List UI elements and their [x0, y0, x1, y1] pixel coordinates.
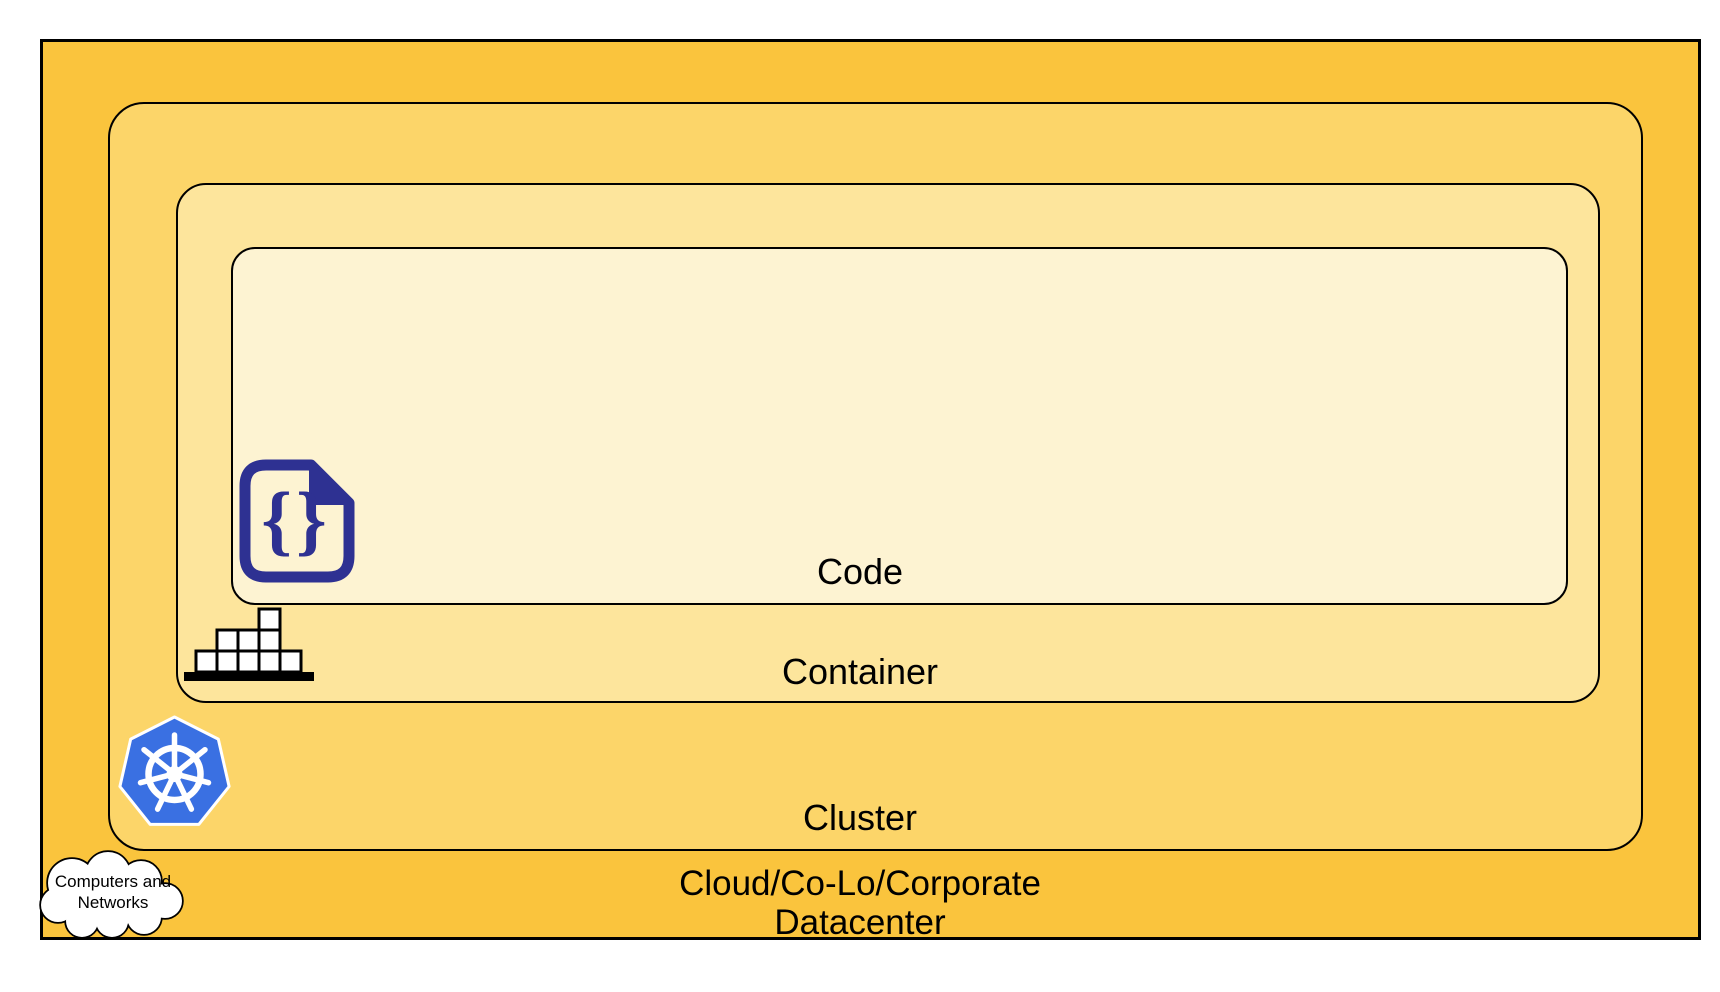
container-stack-icon [184, 606, 314, 682]
cloud-icon [39, 850, 184, 939]
layer-datacenter [40, 39, 1701, 940]
code-file-icon: {} [237, 458, 357, 584]
layer-code [231, 247, 1568, 605]
cluster-label: Cluster [802, 797, 918, 838]
code-label: Code [816, 551, 904, 592]
datacenter-label: Cloud/Co-Lo/Corporate Datacenter [679, 864, 1041, 942]
layer-cluster [108, 102, 1643, 851]
container-label: Container [781, 651, 939, 692]
cloud-callout-label: Computers and Networks [54, 872, 172, 912]
layer-container [176, 183, 1600, 703]
kubernetes-icon [116, 711, 233, 840]
computers-networks-callout: Computers and Networks [38, 849, 188, 943]
svg-text:{}: {} [261, 476, 330, 563]
